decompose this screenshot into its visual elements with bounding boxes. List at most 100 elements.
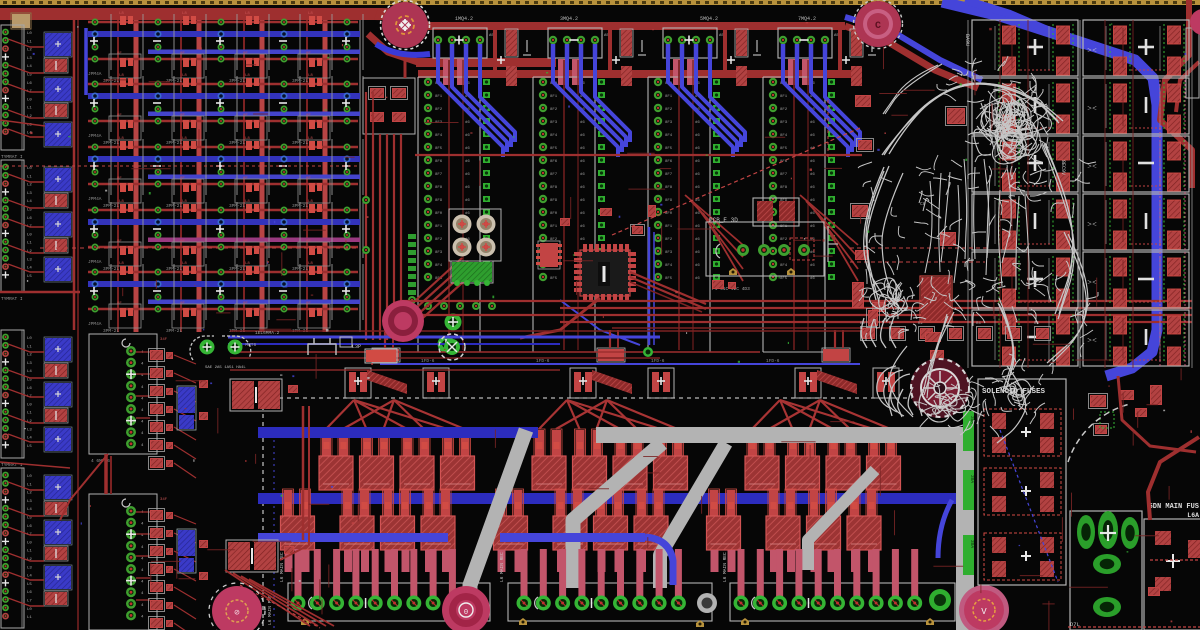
svg-text:L5: L5 (27, 209, 32, 213)
svg-text:8F1: 8F1 (665, 225, 673, 229)
svg-text:L8: L8 (119, 74, 124, 78)
svg-text:4: 4 (141, 557, 144, 561)
svg-text:PCB_E 3D: PCB_E 3D (709, 217, 738, 224)
svg-text:L8: L8 (308, 74, 313, 78)
svg-text:＞＜: ＞＜ (1087, 48, 1097, 54)
svg-text:8F2: 8F2 (435, 238, 443, 242)
svg-text:d6: d6 (580, 237, 585, 242)
svg-text:L0: L0 (27, 233, 32, 237)
svg-text:L3: L3 (27, 428, 32, 432)
svg-text:＞＜: ＞＜ (1087, 222, 1097, 228)
svg-text:4: 4 (141, 534, 144, 538)
svg-text:8F6: 8F6 (550, 160, 558, 164)
svg-text:4: 4 (141, 397, 144, 401)
svg-text:L0: L0 (27, 98, 32, 102)
svg-text:8F9: 8F9 (435, 199, 443, 203)
svg-text:L0: L0 (27, 541, 32, 545)
svg-text:L1: L1 (27, 550, 32, 554)
svg-text:L6 MAIN REC: L6 MAIN REC (279, 552, 285, 582)
svg-text:L2: L2 (27, 492, 32, 496)
svg-text:L8: L8 (245, 137, 250, 141)
svg-text:34F: 34F (160, 338, 168, 342)
svg-text:L6 MAIN REC: L6 MAIN REC (722, 552, 728, 582)
svg-text:L1: L1 (27, 412, 32, 416)
svg-text:8F7: 8F7 (435, 173, 443, 177)
svg-text:d6: d6 (810, 120, 815, 125)
svg-text:d6: d6 (695, 211, 700, 216)
svg-text:d6: d6 (580, 120, 585, 125)
svg-text:L5: L5 (27, 583, 32, 587)
svg-text:L3: L3 (27, 500, 32, 504)
svg-text:4: 4 (141, 421, 144, 425)
svg-text:d6: d6 (465, 120, 470, 125)
svg-text:4: 4 (141, 432, 144, 436)
svg-text:4 MRT6: 4 MRT6 (240, 342, 257, 348)
svg-text:L1: L1 (27, 616, 32, 620)
svg-text:L8: L8 (119, 200, 124, 204)
svg-text:d6: d6 (580, 211, 585, 216)
svg-text:d6: d6 (580, 224, 585, 229)
svg-text:L8: L8 (119, 12, 124, 16)
svg-text:3PM-2L: 3PM-2L (166, 328, 183, 334)
svg-text:8F2: 8F2 (550, 108, 558, 112)
svg-text:L8: L8 (182, 200, 187, 204)
svg-text:8F8: 8F8 (665, 186, 673, 190)
svg-text:8F1: 8F1 (435, 95, 443, 99)
svg-text:L8: L8 (308, 12, 313, 16)
svg-text:8F5: 8F5 (665, 147, 673, 151)
svg-text:JPM4A: JPM4A (88, 196, 102, 202)
svg-text:L4: L4 (27, 575, 32, 579)
svg-text:L2: L2 (27, 558, 32, 562)
svg-text:8F2: 8F2 (435, 108, 443, 112)
svg-text:7MQ4.2: 7MQ4.2 (798, 16, 816, 22)
svg-text:A5d: A5d (489, 33, 497, 38)
svg-text:L1: L1 (27, 242, 32, 246)
svg-text:L6 MAIN PWR: L6 MAIN PWR (267, 595, 273, 625)
svg-text:4: 4 (141, 444, 144, 448)
svg-text:L8: L8 (182, 137, 187, 141)
svg-text:d6: d6 (465, 211, 470, 216)
svg-text:8F6: 8F6 (665, 160, 673, 164)
svg-text:d6: d6 (810, 211, 815, 216)
svg-text:L0: L0 (27, 475, 32, 479)
svg-text:8F9: 8F9 (550, 199, 558, 203)
svg-text:D7L: D7L (1070, 621, 1080, 628)
svg-text:L5: L5 (27, 74, 32, 78)
svg-text:L3: L3 (27, 258, 32, 262)
svg-text:d6: d6 (465, 146, 470, 151)
svg-text:JPM4A: JPM4A (88, 321, 102, 327)
svg-text:L4: L4 (27, 200, 32, 204)
svg-text:L2: L2 (27, 354, 32, 358)
svg-text:8F2: 8F2 (780, 108, 788, 112)
svg-text:d6: d6 (695, 224, 700, 229)
svg-text:L3: L3 (27, 192, 32, 196)
svg-text:8F7: 8F7 (665, 173, 673, 177)
svg-text:8F4: 8F4 (780, 134, 788, 138)
svg-text:4 6M7 6: 4 6M7 6 (91, 458, 110, 464)
svg-text:d6: d6 (580, 185, 585, 190)
svg-text:8F4: 8F4 (665, 134, 673, 138)
svg-text:L1: L1 (27, 40, 32, 44)
svg-text:4: 4 (141, 351, 144, 355)
svg-text:8F0: 8F0 (435, 212, 443, 216)
svg-text:8F4: 8F4 (435, 134, 443, 138)
svg-text:4: 4 (141, 546, 144, 550)
svg-text:L1: L1 (27, 107, 32, 111)
svg-text:8F5: 8F5 (550, 147, 558, 151)
svg-text:d6: d6 (465, 159, 470, 164)
svg-text:d6: d6 (580, 146, 585, 151)
svg-text:L8: L8 (182, 262, 187, 266)
svg-text:L3: L3 (27, 57, 32, 61)
svg-text:L2: L2 (27, 115, 32, 119)
svg-text:8F1: 8F1 (550, 95, 558, 99)
svg-text:L5: L5 (27, 445, 32, 449)
svg-text:8F2: 8F2 (780, 238, 788, 242)
svg-text:L8: L8 (308, 262, 313, 266)
svg-text:d6: d6 (465, 133, 470, 138)
svg-text:TYMRAT I: TYMRAT I (1, 154, 23, 160)
svg-text:L8: L8 (119, 137, 124, 141)
svg-text:8F9: 8F9 (665, 199, 673, 203)
svg-text:L8: L8 (119, 262, 124, 266)
svg-text:d6: d6 (810, 185, 815, 190)
svg-text:d6: d6 (580, 159, 585, 164)
